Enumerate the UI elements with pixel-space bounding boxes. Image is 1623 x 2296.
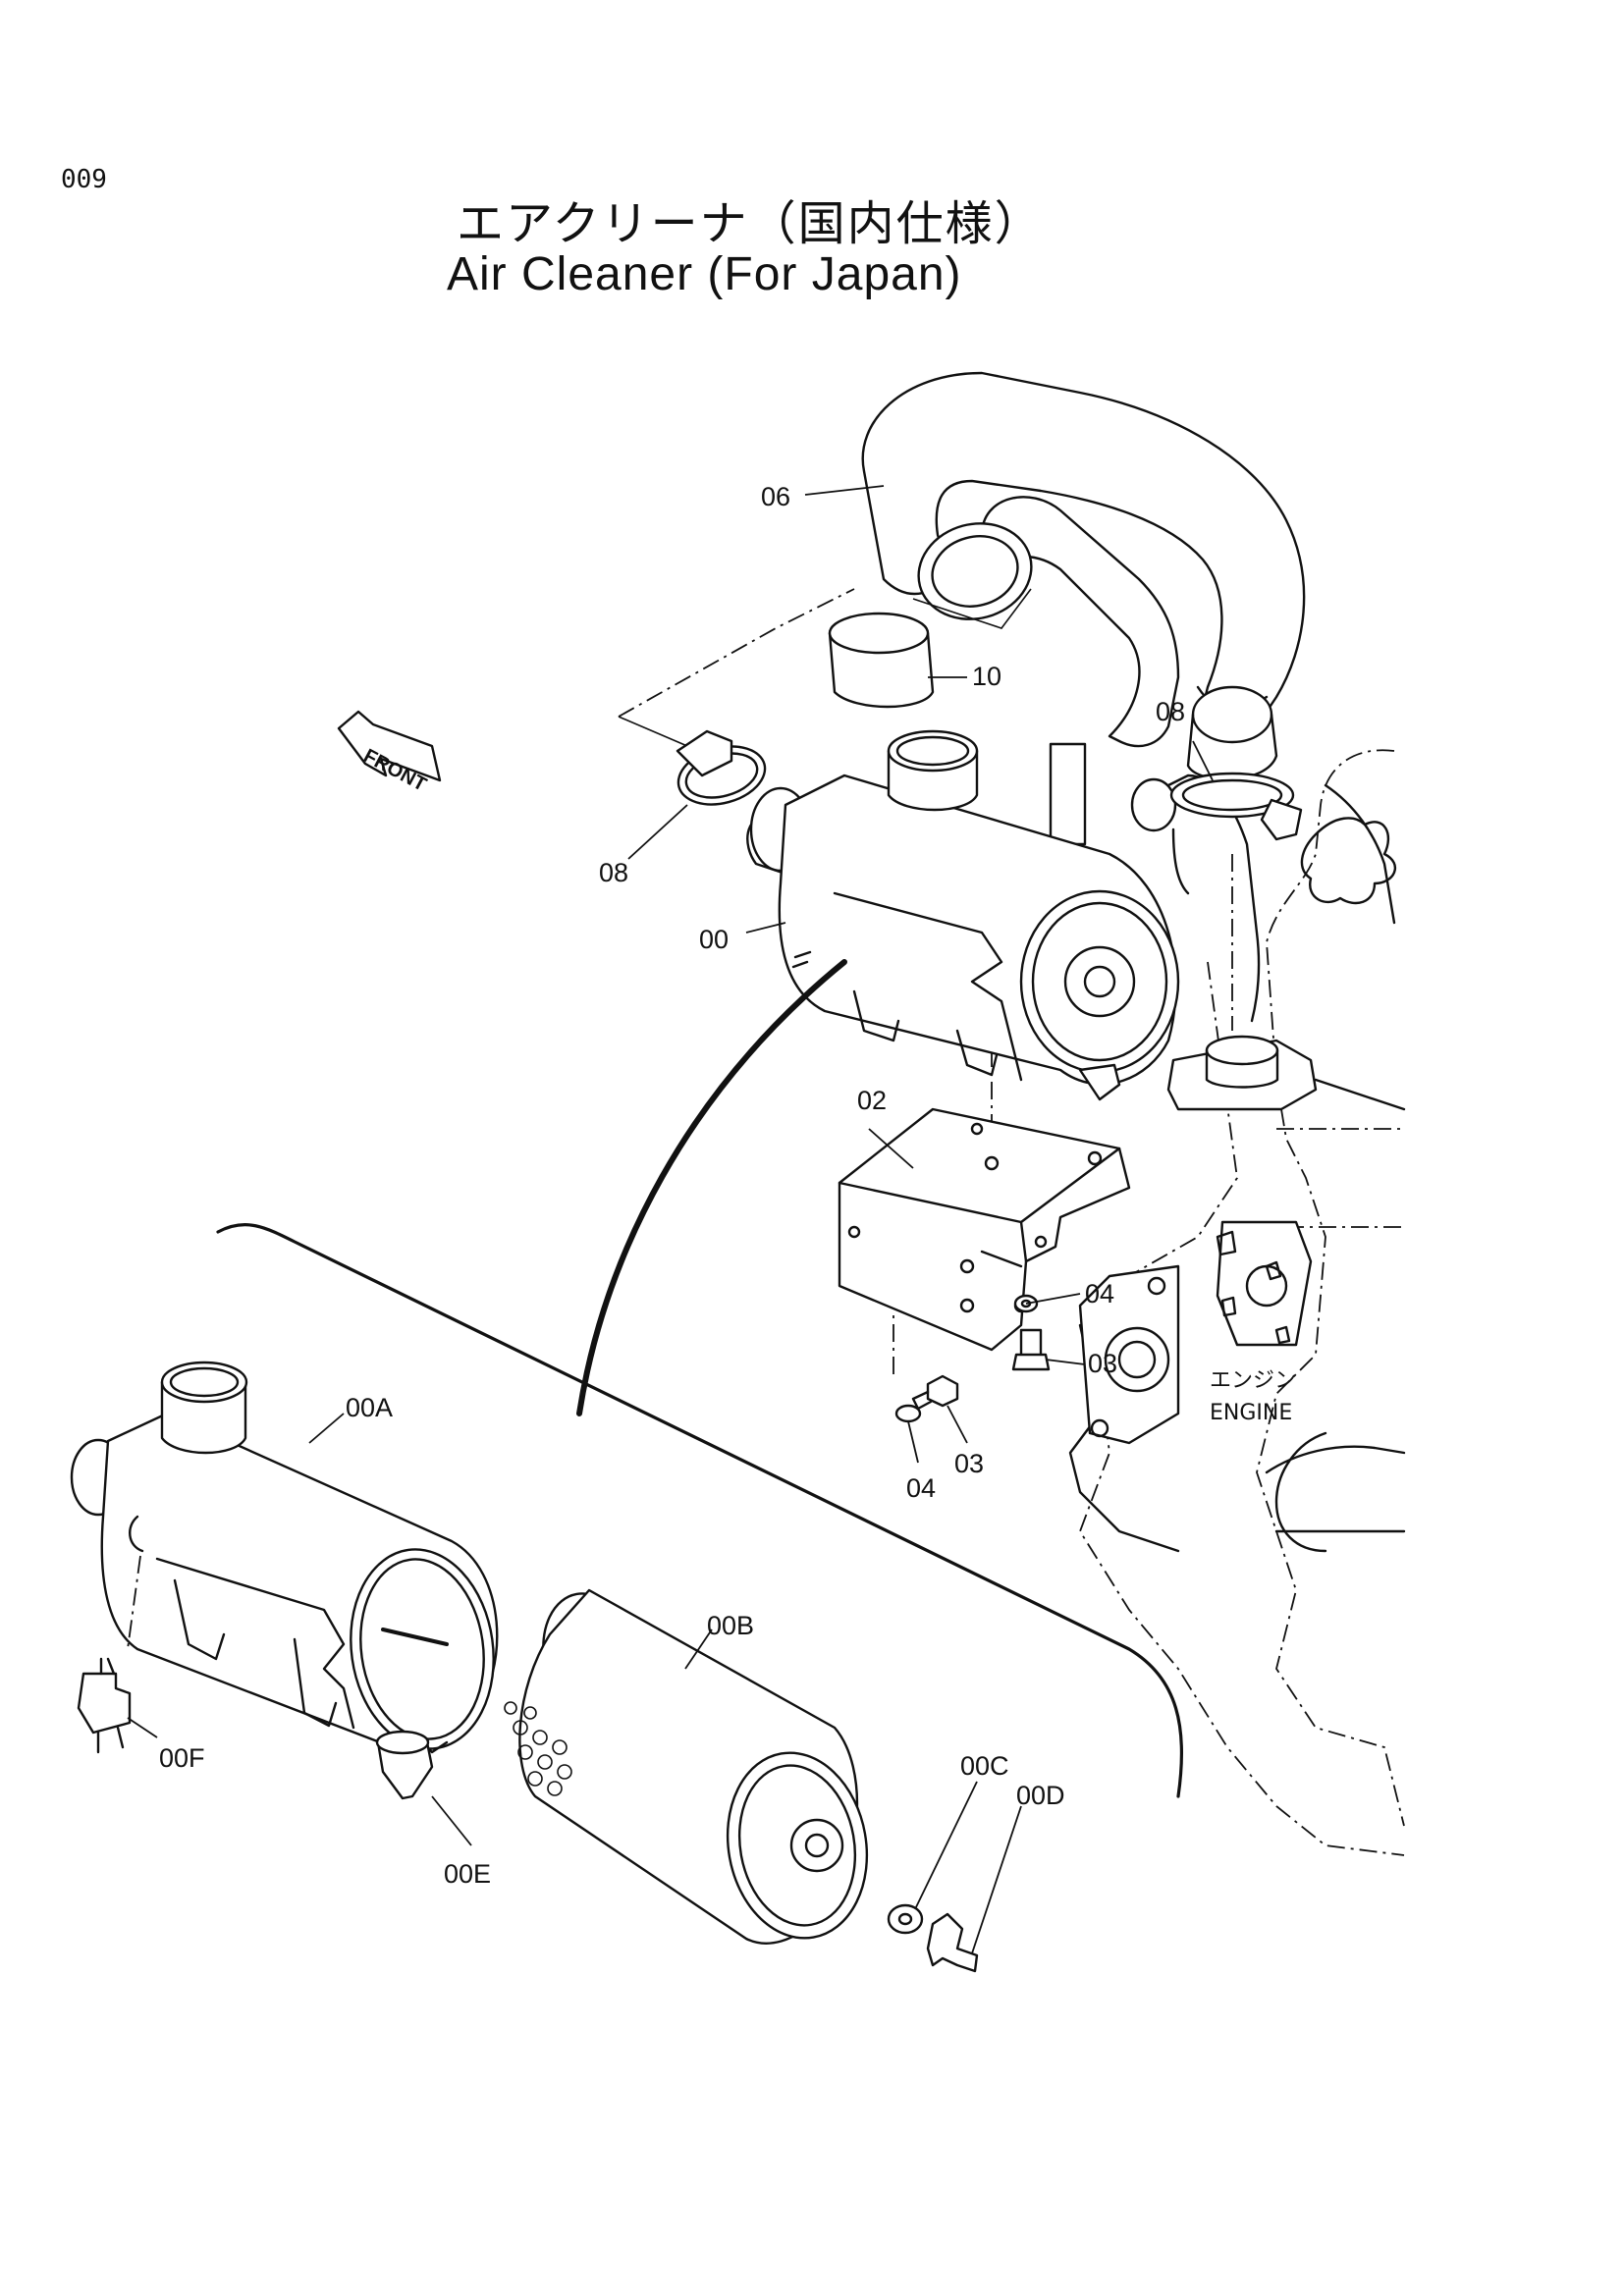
part-00d-wing-nut (926, 1912, 979, 1973)
part-00a-housing (70, 1361, 499, 1754)
part-00f-dust-indicator (77, 1657, 132, 1754)
reference-line-a (618, 588, 855, 718)
engine-label-en: ENGINE (1210, 1401, 1292, 1425)
part-00-air-cleaner-assembly (746, 729, 1180, 1101)
callout-10: 10 (972, 662, 1001, 691)
callout-04-left: 04 (906, 1473, 936, 1503)
callout-03-left: 03 (954, 1449, 984, 1478)
title-english: Air Cleaner (For Japan) (447, 248, 962, 300)
callout-00c: 00C (960, 1751, 1009, 1781)
title-japanese: エアクリーナ（国内仕様） (457, 196, 1044, 251)
callout-03-right: 03 (1088, 1349, 1117, 1378)
engine-label-jp: エンジン (1210, 1368, 1296, 1393)
part-08-clamp-right (1169, 772, 1303, 841)
callout-02: 02 (857, 1086, 887, 1115)
part-10-sleeve (828, 612, 935, 709)
engine-mount-flange (1216, 1220, 1313, 1347)
callout-00f: 00F (159, 1743, 205, 1773)
callout-00d: 00D (1016, 1781, 1065, 1810)
leader-lines (127, 485, 1214, 1954)
front-direction-arrow[interactable]: FRONT (337, 710, 442, 796)
part-00c-washer (887, 1903, 924, 1935)
part-00e-evacuator-valve (375, 1730, 434, 1800)
part-06-hose (861, 371, 1306, 781)
engine-side-bracket (1078, 1264, 1180, 1445)
engine-bracket-plate (1049, 742, 1087, 846)
callout-00e: 00E (444, 1859, 491, 1889)
detail-leader-curve (576, 959, 847, 1416)
part-00b-filter-element (504, 1588, 869, 1945)
part-03-bolt-left (911, 1374, 959, 1411)
part-03-bolt-right (1011, 1328, 1051, 1371)
detail-boundary-line (216, 1223, 1184, 1798)
callout-06: 06 (761, 482, 790, 511)
reference-line-b (618, 716, 688, 747)
part-08-clamp-left (676, 729, 767, 806)
callout-00a: 00A (346, 1393, 393, 1422)
callout-00: 00 (699, 925, 729, 954)
radiator-cap (1300, 817, 1396, 905)
callout-08-left: 08 (599, 858, 628, 887)
callout-04-right: 04 (1085, 1279, 1114, 1308)
page-number: 009 (61, 165, 107, 194)
callout-08-right: 08 (1156, 697, 1185, 726)
callout-00b: 00B (707, 1611, 754, 1640)
